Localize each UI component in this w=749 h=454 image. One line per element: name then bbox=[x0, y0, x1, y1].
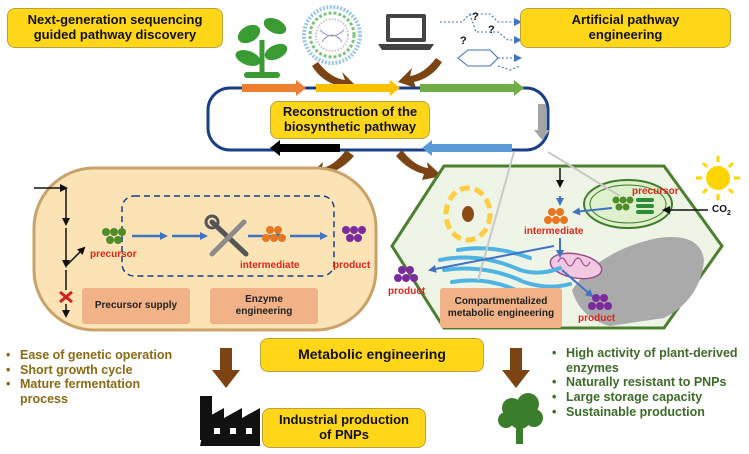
artificial-engineering-box: Artificial pathway engineering bbox=[520, 8, 731, 48]
blocked-step-cross-icon bbox=[59, 290, 73, 304]
intermediate-dots bbox=[262, 226, 286, 242]
microbe-native-arrows bbox=[34, 184, 86, 318]
factory-icon bbox=[200, 396, 260, 446]
svg-text:?: ? bbox=[488, 24, 495, 36]
plant-product-bottom-label: product bbox=[578, 313, 616, 324]
connector-chloroplast bbox=[547, 151, 621, 197]
co2-label: CO2 bbox=[712, 204, 731, 217]
ngs-discovery-box: Next-generation sequencing guided pathwa… bbox=[7, 8, 223, 48]
plant-product-dots-bottom bbox=[588, 294, 612, 310]
list-item: •Large storage capacity bbox=[552, 389, 703, 404]
precursor-label: precursor bbox=[90, 249, 137, 260]
svg-text:?: ? bbox=[460, 35, 467, 47]
list-item: •High activity of plant-derived enzymes bbox=[552, 346, 738, 375]
tree-icon bbox=[498, 393, 543, 444]
list-item: •Ease of genetic operation bbox=[6, 348, 173, 362]
enzyme-tools-icon bbox=[204, 214, 249, 257]
intermediate-label: intermediate bbox=[240, 260, 300, 271]
plant-pathway-arrows bbox=[428, 196, 613, 298]
plant-product-left-label: product bbox=[388, 286, 426, 297]
question-marks: ? ? ? bbox=[460, 11, 495, 47]
pathway-network-icon bbox=[440, 13, 522, 71]
pathway-boundary bbox=[121, 195, 335, 277]
compartmentalized-engineering-box: Compartmentalized metabolic engineering bbox=[440, 288, 562, 328]
chloroplast-precursor-dots bbox=[612, 196, 634, 211]
list-item: •Short growth cycle bbox=[6, 362, 133, 377]
industrial-production-box: Industrial production of PNPs bbox=[262, 408, 426, 448]
product-dots-microbe bbox=[342, 226, 366, 242]
plant-precursor-label: precursor bbox=[632, 186, 679, 197]
reconstruction-box: Reconstruction of the biosynthetic pathw… bbox=[270, 101, 430, 139]
pathway-gene-arrows bbox=[242, 80, 550, 156]
precursor-supply-box: Precursor supply bbox=[82, 288, 190, 324]
mitochondrion bbox=[549, 252, 603, 280]
list-item: •Mature fermentation process bbox=[6, 377, 141, 406]
plant-advantages-list: •High activity of plant-derived enzymes … bbox=[552, 346, 748, 419]
plant-intermediate-dots bbox=[544, 208, 568, 224]
genome-circle-icon bbox=[302, 5, 362, 65]
plant-intermediate-label: intermediate bbox=[524, 226, 584, 237]
chloroplast bbox=[583, 179, 673, 229]
list-item: •Naturally resistant to PNPs bbox=[552, 375, 727, 390]
product-label: product bbox=[333, 260, 371, 271]
sun-icon bbox=[696, 156, 740, 200]
laptop-icon bbox=[378, 14, 434, 50]
svg-text:?: ? bbox=[472, 11, 479, 23]
metabolic-engineering-box: Metabolic engineering bbox=[260, 338, 484, 372]
plant-seedling-icon bbox=[235, 17, 288, 78]
microbe-advantages-list: •Ease of genetic operation •Short growth… bbox=[6, 348, 250, 407]
nucleus bbox=[443, 185, 493, 243]
list-item: •Sustainable production bbox=[552, 404, 705, 419]
enzyme-engineering-box: Enzyme engineering bbox=[210, 288, 318, 324]
precursor-dots bbox=[102, 228, 126, 244]
brown-arrows-bottom bbox=[212, 348, 530, 388]
plant-product-dots-left bbox=[394, 266, 418, 282]
plant-native-arrows bbox=[556, 168, 708, 214]
